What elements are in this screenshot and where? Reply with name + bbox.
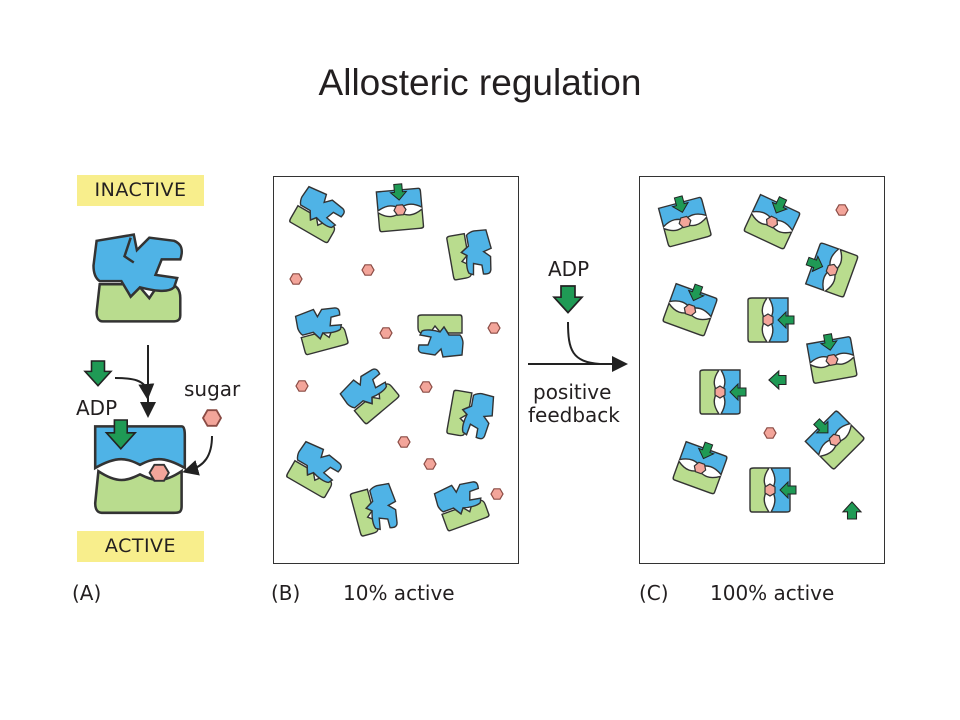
caption-a: (A) xyxy=(72,581,102,605)
adp-arrow-icon xyxy=(84,360,112,387)
positive-label: positive xyxy=(533,380,612,404)
adp-binding-arrow-icon xyxy=(114,377,155,400)
caption-b-letter: (B) xyxy=(271,581,301,605)
adp-label-middle: ADP xyxy=(548,257,590,281)
sugar-label: sugar xyxy=(184,377,241,401)
feedback-label: feedback xyxy=(528,403,620,427)
adp-label-a: ADP xyxy=(76,396,118,420)
inactive-enzyme-icon xyxy=(92,233,184,323)
caption-c-letter: (C) xyxy=(639,581,669,605)
sugar-hexagon-icon xyxy=(202,409,222,427)
caption-b-text: 10% active xyxy=(343,581,455,605)
panel-b-enzymes xyxy=(284,181,497,538)
active-enzyme-icon xyxy=(93,419,187,515)
active-label: ACTIVE xyxy=(77,531,204,562)
middle-adp-arrow-icon xyxy=(553,285,583,314)
panel-c-enzymes xyxy=(656,188,866,513)
page-title: Allosteric regulation xyxy=(318,62,642,103)
caption-c-text: 100% active xyxy=(710,581,835,605)
sugar-binding-arrow-icon xyxy=(182,435,213,476)
inactive-label: INACTIVE xyxy=(77,175,204,206)
